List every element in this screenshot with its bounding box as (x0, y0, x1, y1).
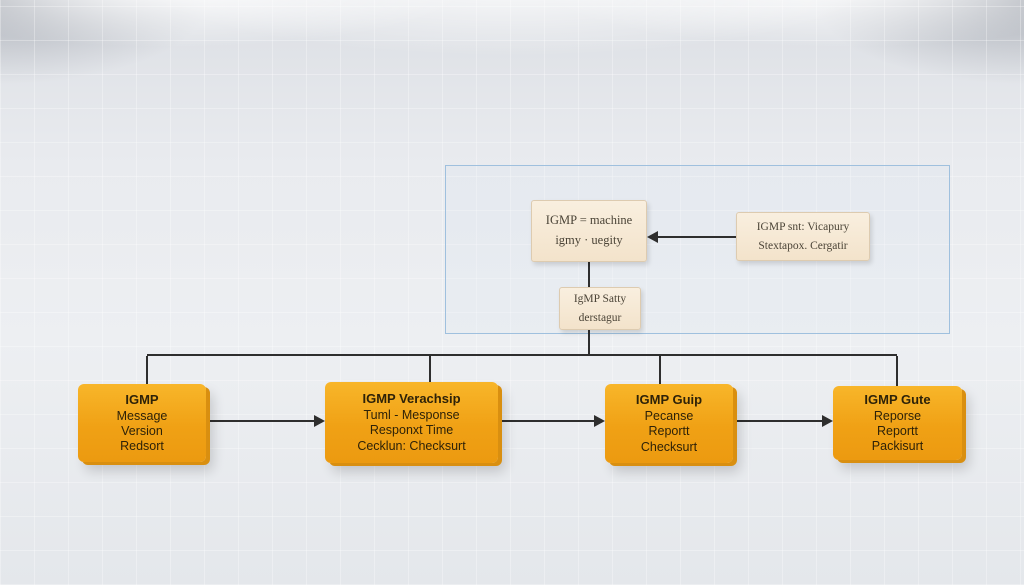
arrow-right-to-main-head (647, 231, 658, 243)
node-line: igmy · uegity (555, 233, 623, 247)
arrow-right-to-main-line (658, 236, 736, 238)
node-line: Redsort (120, 439, 164, 454)
node-igmp-verachsip: IGMP Verachsip Tuml - Mesponse Responxt … (325, 382, 498, 463)
connector-bus-to-box4 (896, 356, 898, 386)
top-group-frame (445, 165, 950, 334)
node-line: Reporse (873, 408, 922, 423)
node-line: derstagur (578, 311, 622, 324)
arrow-box2-box3-head (594, 415, 605, 427)
arrow-box3-box4-head (822, 415, 833, 427)
node-line: Pecanse (644, 409, 694, 424)
connector-bus-to-box1 (146, 356, 148, 384)
node-line: Message (116, 408, 168, 423)
node-igmp-snt: IGMP snt: Vicapury Stextapox. Cergatir (736, 212, 870, 261)
node-title: IGMP Verachsip (362, 391, 461, 407)
node-line: IgMP Satty (573, 293, 627, 306)
node-line: Reportt (877, 423, 918, 438)
node-line: Stextapox. Cergatir (758, 239, 848, 252)
node-line: Responxt Time (369, 423, 454, 438)
node-igmp-satty: IgMP Satty derstagur (559, 287, 641, 330)
connector-bus-to-box2 (429, 356, 431, 382)
node-line: Packisurt (871, 439, 924, 454)
node-line: Cecklun: Checksurt (357, 438, 466, 453)
arrow-box1-box2-head (314, 415, 325, 427)
node-line: IGMP = machine (545, 213, 633, 228)
node-line: IGMP snt: Vicapury (756, 221, 850, 234)
node-igmp-gute: IGMP Gute Reporse Reportt Packisurt (833, 386, 962, 460)
node-line: Version (121, 423, 163, 438)
node-igmp-message: IGMP Message Version Redsort (78, 384, 206, 462)
node-line: Checksurt (640, 439, 698, 454)
arrow-box3-box4-line (733, 420, 822, 422)
arrow-box2-box3-line (498, 420, 594, 422)
node-title: IGMP Gute (864, 391, 931, 407)
connector-bus (147, 354, 897, 356)
connector-bus-to-box3 (659, 356, 661, 384)
node-line: Reportt (648, 424, 690, 439)
arrow-box1-box2-line (206, 420, 314, 422)
node-igmp-machine: IGMP = machine igmy · uegity (531, 200, 647, 262)
node-title: IGMP Guip (635, 392, 703, 408)
node-igmp-guip: IGMP Guip Pecanse Reportt Checksurt (605, 384, 733, 463)
node-line: Tuml - Mesponse (363, 408, 460, 423)
node-title: IGMP (125, 391, 159, 407)
